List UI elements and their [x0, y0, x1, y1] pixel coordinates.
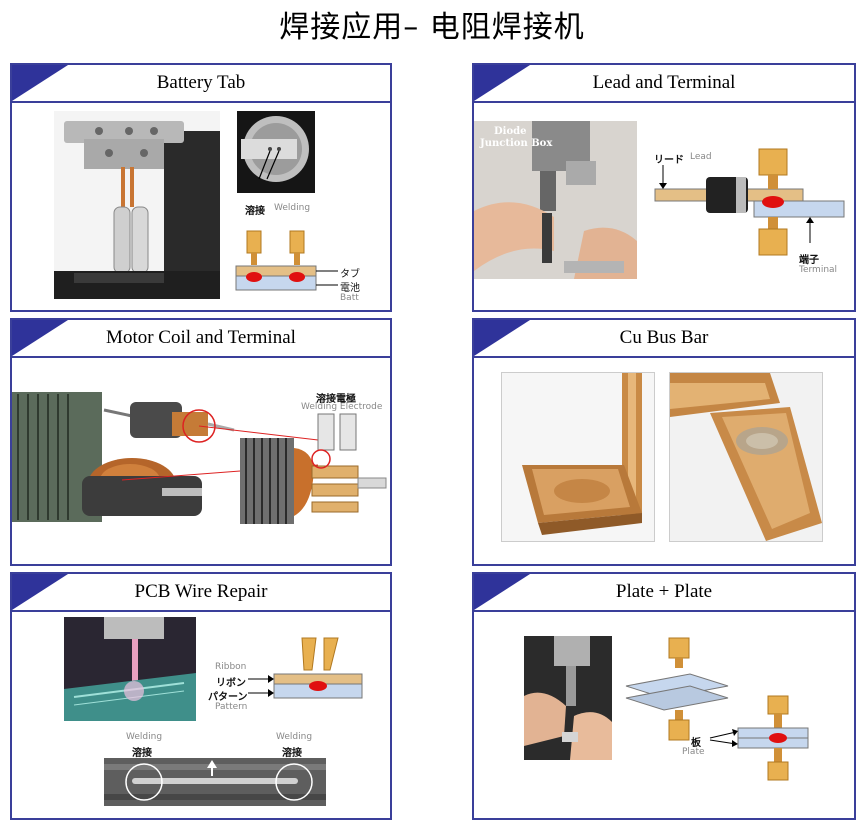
page-title: 焊接应用– 电阻焊接机	[279, 10, 585, 45]
electrode-left	[246, 230, 262, 265]
pcb-weld-photo-art	[64, 617, 196, 721]
bus-bar-photo-left	[501, 372, 655, 542]
weld-right-label-jp: 溶接	[282, 748, 302, 759]
panel-title: Plate + Plate	[615, 581, 713, 602]
commutator-diagram	[240, 413, 387, 524]
exploded-electrode-top	[668, 637, 690, 659]
battery-weld-diagram	[235, 230, 338, 291]
rotor-photo	[103, 402, 235, 438]
tab-label: タブ	[340, 269, 360, 280]
ribbon-micrograph-photo-art	[104, 758, 326, 806]
zoom-circle-small	[182, 409, 216, 443]
photo-caption-diode: Diode	[494, 126, 527, 137]
plate-label-jp: 板	[691, 738, 701, 749]
plate-label-en: Plate	[682, 747, 705, 757]
battery-weld-photo-art	[54, 111, 220, 299]
panel-header: Lead and Terminal	[474, 65, 854, 103]
assembled-electrode-bottom	[767, 761, 789, 781]
ribbon-label-jp: リボン	[216, 678, 246, 689]
plate-plate-diagram	[625, 637, 809, 781]
lead-terminal-diagram	[654, 148, 845, 256]
diode-junction-photo-art	[474, 121, 637, 279]
panel-title: Cu Bus Bar	[619, 327, 709, 348]
header-corner-triangle	[12, 65, 68, 101]
header-corner-triangle	[474, 65, 530, 101]
ribbon-label-en: Ribbon	[215, 662, 247, 672]
panel-title: PCB Wire Repair	[134, 581, 268, 602]
stator-photo	[12, 392, 202, 522]
zoom-line-top	[198, 425, 319, 441]
panel-battery-tab: Battery Tab 溶接 Welding	[10, 63, 392, 312]
lead-label-en: Lead	[690, 152, 712, 162]
panel-pcb-wire-repair: PCB Wire Repair Ribbon リボン パターン Pattern …	[10, 572, 392, 820]
weld-nugget	[762, 196, 784, 208]
cell-top-photo	[237, 111, 315, 193]
panel-plate-plate: Plate + Plate 板 Plate	[472, 572, 856, 820]
exploded-electrode-bottom	[668, 719, 690, 741]
zoom-circle-large	[311, 449, 331, 469]
pattern-label-jp: パターン	[208, 692, 248, 703]
pcb-weld-photo	[64, 617, 196, 721]
pattern-label-en: Pattern	[215, 702, 248, 712]
plate-arrow-top	[709, 731, 737, 739]
plate-weld-photo	[524, 636, 612, 760]
electrode-label-jp: 溶接電極	[316, 394, 356, 405]
panel-title: Lead and Terminal	[592, 72, 736, 93]
header-corner-triangle	[12, 574, 68, 610]
panel-header: Plate + Plate	[474, 574, 854, 612]
panel-header: Motor Coil and Terminal	[12, 320, 390, 358]
electrode-bottom-tip	[768, 217, 778, 229]
panel-title: Motor Coil and Terminal	[106, 327, 296, 348]
panel-motor-coil: Motor Coil and Terminal	[10, 318, 392, 566]
electrode-left	[317, 413, 335, 451]
weld-right-label-en: Welding	[276, 732, 313, 742]
battery-weld-photo	[54, 111, 220, 299]
motor-coil-art	[12, 392, 387, 524]
panel-header: Cu Bus Bar	[474, 320, 854, 358]
terminal-label-en: Terminal	[799, 265, 838, 275]
weld-nugget-left	[246, 272, 262, 282]
electrode-bottom	[758, 228, 788, 256]
ribbon-micrograph-photo	[104, 758, 326, 806]
plate-weld-photo-art	[524, 636, 612, 760]
panel-header: PCB Wire Repair	[12, 574, 390, 612]
panel-title: Battery Tab	[156, 72, 246, 93]
plate-arrow-bottom	[709, 739, 737, 745]
exploded-plate-bottom	[625, 685, 729, 711]
weld-nugget-right	[289, 272, 305, 282]
terminal-label-jp: 端子	[799, 255, 819, 266]
bus-bar-photo-right-art	[670, 373, 822, 541]
bus-bar-photo-left-art	[502, 373, 654, 541]
pcb-ribbon-diagram	[248, 637, 363, 699]
electrode-right-half	[323, 637, 339, 671]
weld-left-label-jp: 溶接	[132, 748, 152, 759]
weld-label-en: Welding	[274, 203, 311, 213]
header-corner-triangle	[474, 574, 530, 610]
electrode-left-half	[301, 637, 317, 671]
assembled-electrode-top	[767, 695, 789, 715]
electrode-right	[339, 413, 357, 451]
lead-label-jp: リード	[654, 155, 684, 166]
cell-top-photo-art	[237, 111, 315, 193]
electrode-top-tip	[768, 175, 778, 189]
weld-left-label-en: Welding	[126, 732, 163, 742]
panel-cu-bus-bar: Cu Bus Bar	[472, 318, 856, 566]
battery-label-en-cut: Batt	[340, 293, 359, 303]
panel-lead-terminal: Lead and Terminal Diode Junction Box リード…	[472, 63, 856, 312]
bus-bar-photo-right	[669, 372, 823, 542]
photo-caption-junction-box: Junction Box	[480, 138, 553, 149]
diode-junction-photo	[474, 121, 637, 279]
weld-nugget	[769, 733, 787, 743]
electrode-top	[758, 148, 788, 176]
header-corner-triangle	[474, 320, 530, 356]
electrode-label-en: Welding Electrode	[301, 402, 383, 412]
electrode-right	[289, 230, 305, 265]
header-corner-triangle	[12, 320, 68, 356]
panel-header: Battery Tab	[12, 65, 390, 103]
weld-nugget	[309, 681, 327, 691]
weld-label-jp: 溶接	[245, 206, 265, 217]
battery-label: 電池	[340, 283, 360, 294]
diode-band	[736, 177, 746, 213]
